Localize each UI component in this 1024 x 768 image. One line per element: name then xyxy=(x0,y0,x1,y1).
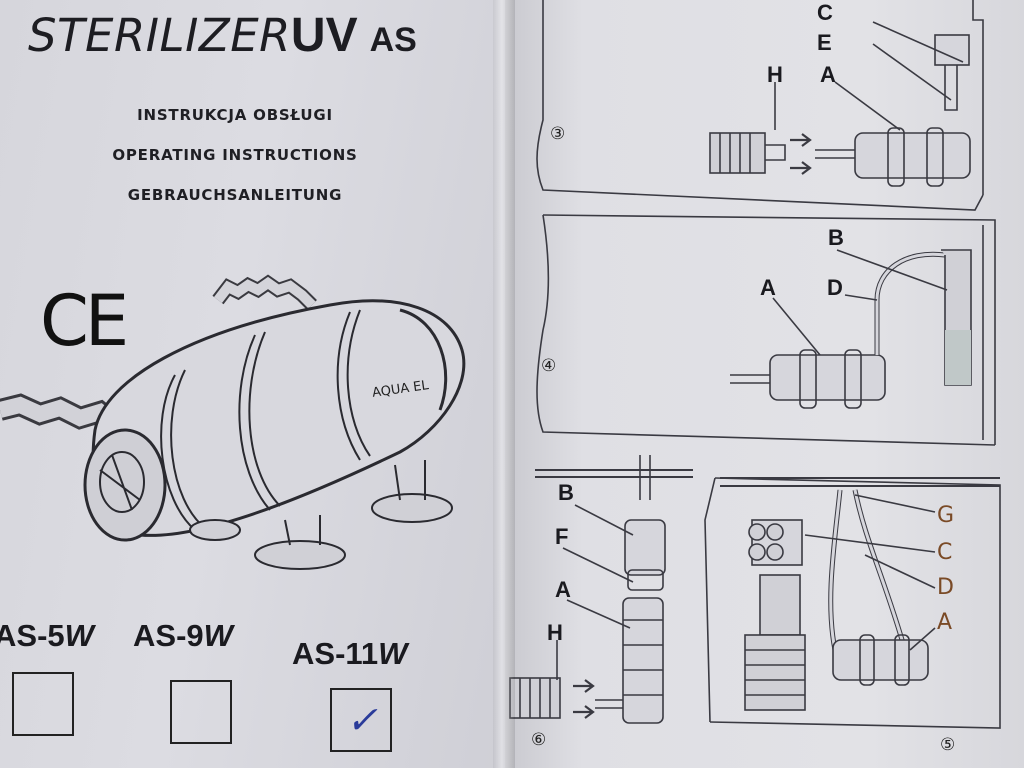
model-as5: AS-5W xyxy=(0,618,94,654)
label-step6-b: B xyxy=(558,480,574,505)
label-step4-d: D xyxy=(827,275,843,300)
model-as9: AS-9W xyxy=(133,618,233,654)
left-page: STERILIZERUV AS INSTRUKCJA OBSŁUGI OPERAT… xyxy=(0,0,505,768)
right-page: ③ C E H A ④ B A D ⑥ B F A H ⑤ G C D A xyxy=(505,0,1024,768)
label-step3-c: C xyxy=(817,0,833,25)
label-step6-a: A xyxy=(555,577,571,602)
label-step4-b: B xyxy=(828,225,844,250)
step-number-3: ③ xyxy=(550,124,566,144)
model-as11: AS-11W xyxy=(292,636,407,672)
step-number-6: ⑥ xyxy=(531,730,547,750)
installation-diagrams xyxy=(509,0,1001,729)
brand-suffix: AS xyxy=(369,21,417,59)
model-as9-prefix: AS-9 xyxy=(133,618,204,653)
label-step5-a: A xyxy=(937,610,953,635)
subtitle-german: GEBRAUCHSANLEITUNG xyxy=(127,186,343,204)
model-as11-prefix: AS-11 xyxy=(292,636,379,671)
model-as9-unit: W xyxy=(203,618,233,653)
label-step5-d: D xyxy=(937,575,954,600)
brand-thin: STERILIZER xyxy=(28,9,291,62)
label-step3-a: A xyxy=(820,62,836,87)
subtitle-polish: INSTRUKCJA OBSŁUGI xyxy=(137,106,333,124)
label-step3-e: E xyxy=(817,30,832,55)
check-mark-icon: ✓ xyxy=(346,698,378,742)
label-step4-a: A xyxy=(760,275,776,300)
sterilizer-illustration xyxy=(0,274,466,570)
label-step6-h: H xyxy=(547,620,563,645)
page-fold xyxy=(493,0,515,768)
label-step5-g: G xyxy=(937,503,955,528)
brand-bold: UV xyxy=(290,9,358,62)
label-step3-h: H xyxy=(767,62,783,87)
model-as5-unit: W xyxy=(64,618,94,653)
checkbox-as5[interactable] xyxy=(12,672,74,736)
model-as5-prefix: AS-5 xyxy=(0,618,65,653)
step-number-5: ⑤ xyxy=(940,735,956,755)
ce-mark: CE xyxy=(40,280,129,362)
brand-title: STERILIZERUV AS xyxy=(28,8,417,63)
label-step6-f: F xyxy=(555,524,569,549)
label-step5-c: C xyxy=(937,540,953,565)
step-number-4: ④ xyxy=(541,356,557,376)
checkbox-as9[interactable] xyxy=(170,680,232,744)
model-as11-unit: W xyxy=(378,636,408,671)
subtitle-english: OPERATING INSTRUCTIONS xyxy=(112,146,358,164)
checkbox-as11[interactable]: ✓ xyxy=(330,688,392,752)
